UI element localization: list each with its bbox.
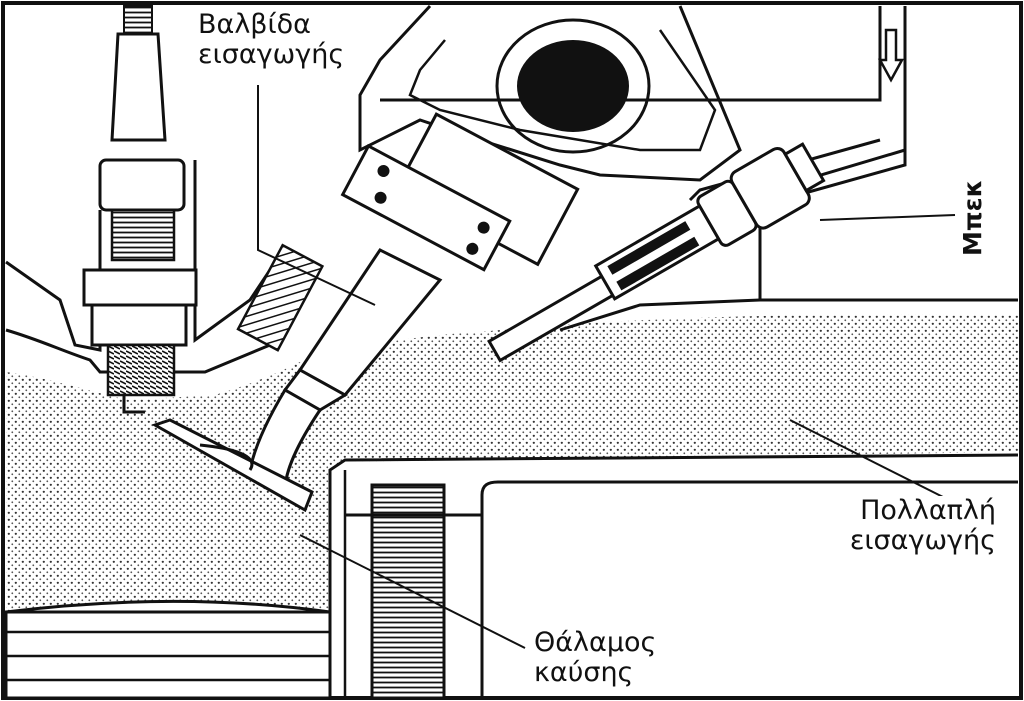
manifold-upper-wall: [559, 298, 761, 332]
cam-housing-inner: [408, 29, 717, 152]
label-intake-valve: Βαλβίδα εισαγωγής: [196, 9, 347, 70]
spark-plug: [82, 5, 198, 414]
label-line: καύσης: [534, 657, 634, 688]
label-line: Μπεκ: [958, 179, 988, 256]
label-line: εισαγωγής: [198, 39, 345, 70]
fuel-injector: [487, 142, 826, 363]
piston-crown: [5, 600, 331, 614]
camshaft-ring: [495, 18, 651, 154]
intake-valve: [151, 248, 443, 513]
camshaft-lobe: [517, 40, 629, 132]
rocker-arm: [340, 112, 580, 272]
label-line: Βαλβίδα: [198, 9, 311, 40]
leader-injector: [819, 214, 956, 221]
cylinder-wall: [328, 453, 1019, 698]
label-combustion-chamber: Θάλαμος καύσης: [532, 627, 659, 688]
label-line: Πολλαπλή: [860, 495, 996, 526]
leader-combustion-chamber: [299, 534, 526, 649]
leader-intake-valve: [257, 85, 376, 306]
head-lower-edge: [5, 328, 271, 374]
air-fuel-mixture-region: [6, 314, 1018, 612]
fuel-flow-arrow-icon: [877, 28, 905, 83]
label-intake-manifold: Πολλαπλή εισαγωγής: [847, 495, 998, 556]
label-line: Θάλαμος: [534, 627, 657, 658]
block-port: [345, 480, 1018, 698]
coolant-jacket: [370, 483, 446, 700]
label-injector: Μπεκ: [948, 178, 1012, 258]
leader-intake-manifold: [789, 419, 946, 499]
label-line: εισαγωγής: [849, 525, 996, 556]
